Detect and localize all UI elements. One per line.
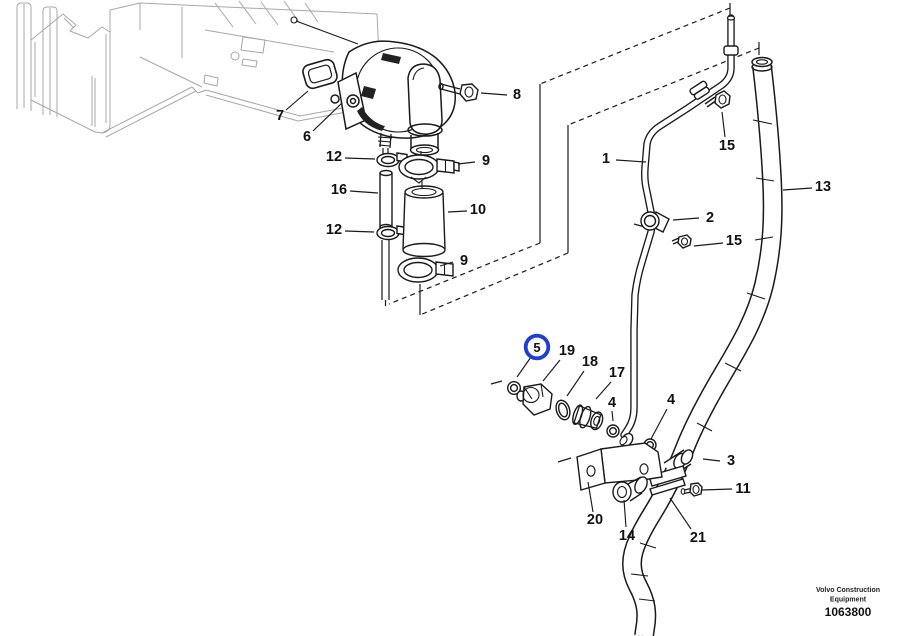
callout-leader-lines — [285, 90, 813, 530]
callout-9-lower[interactable]: 9 — [460, 253, 468, 269]
fittings-row — [507, 381, 604, 431]
callout-12-lower[interactable]: 12 — [326, 222, 342, 238]
engine-block-wireframe — [16, 0, 382, 138]
callout-11[interactable]: 11 — [735, 481, 750, 497]
callout-9-upper[interactable]: 9 — [482, 153, 490, 169]
breather-housing-part — [330, 40, 457, 159]
callout-20[interactable]: 20 — [587, 512, 603, 528]
large-hose-part — [622, 56, 783, 636]
mounting-leader — [290, 16, 359, 45]
callout-12-upper[interactable]: 12 — [326, 149, 342, 165]
highlighted-callout-5[interactable]: 5 — [523, 333, 551, 361]
callout-7[interactable]: 7 — [276, 108, 284, 124]
callout-16[interactable]: 16 — [331, 182, 347, 198]
figure-number: 1063800 — [825, 605, 872, 619]
bracket-group — [576, 442, 703, 503]
callout-8[interactable]: 8 — [513, 87, 521, 103]
callout-13[interactable]: 13 — [815, 179, 831, 195]
callout-19[interactable]: 19 — [559, 343, 575, 359]
figure-footer: Volvo Construction Equipment 1063800 — [816, 587, 880, 619]
callout-17[interactable]: 17 — [609, 365, 625, 381]
callout-15-lower[interactable]: 15 — [726, 233, 742, 249]
vent-pipe-part — [619, 14, 739, 448]
callout-15-upper[interactable]: 15 — [719, 138, 735, 154]
callout-21[interactable]: 21 — [690, 530, 706, 546]
callout-6[interactable]: 6 — [303, 129, 311, 145]
callout-2[interactable]: 2 — [706, 210, 714, 226]
dashed-reference-lines — [388, 3, 760, 316]
vent-hose-column — [376, 151, 460, 315]
callout-1[interactable]: 1 — [602, 151, 610, 167]
highlight-circle — [523, 333, 551, 361]
callout-14[interactable]: 14 — [619, 528, 635, 544]
pipe-clip-and-bolts — [640, 90, 731, 249]
callout-4-right[interactable]: 4 — [667, 392, 675, 408]
callout-5: 5 — [533, 340, 540, 355]
callout-18[interactable]: 18 — [582, 354, 598, 370]
callout-10[interactable]: 10 — [470, 202, 486, 218]
brand-line-2: Equipment — [830, 597, 867, 604]
callout-labels: 1 2 3 4 4 6 7 8 9 9 10 11 12 12 13 14 15… — [276, 87, 831, 546]
elbow-fitting-group — [606, 424, 694, 496]
bolt-8-part — [438, 82, 479, 102]
gasket-part — [302, 58, 338, 90]
callout-3[interactable]: 3 — [727, 453, 735, 469]
callout-4-left[interactable]: 4 — [608, 395, 616, 411]
brand-line-1: Volvo Construction — [816, 587, 880, 594]
